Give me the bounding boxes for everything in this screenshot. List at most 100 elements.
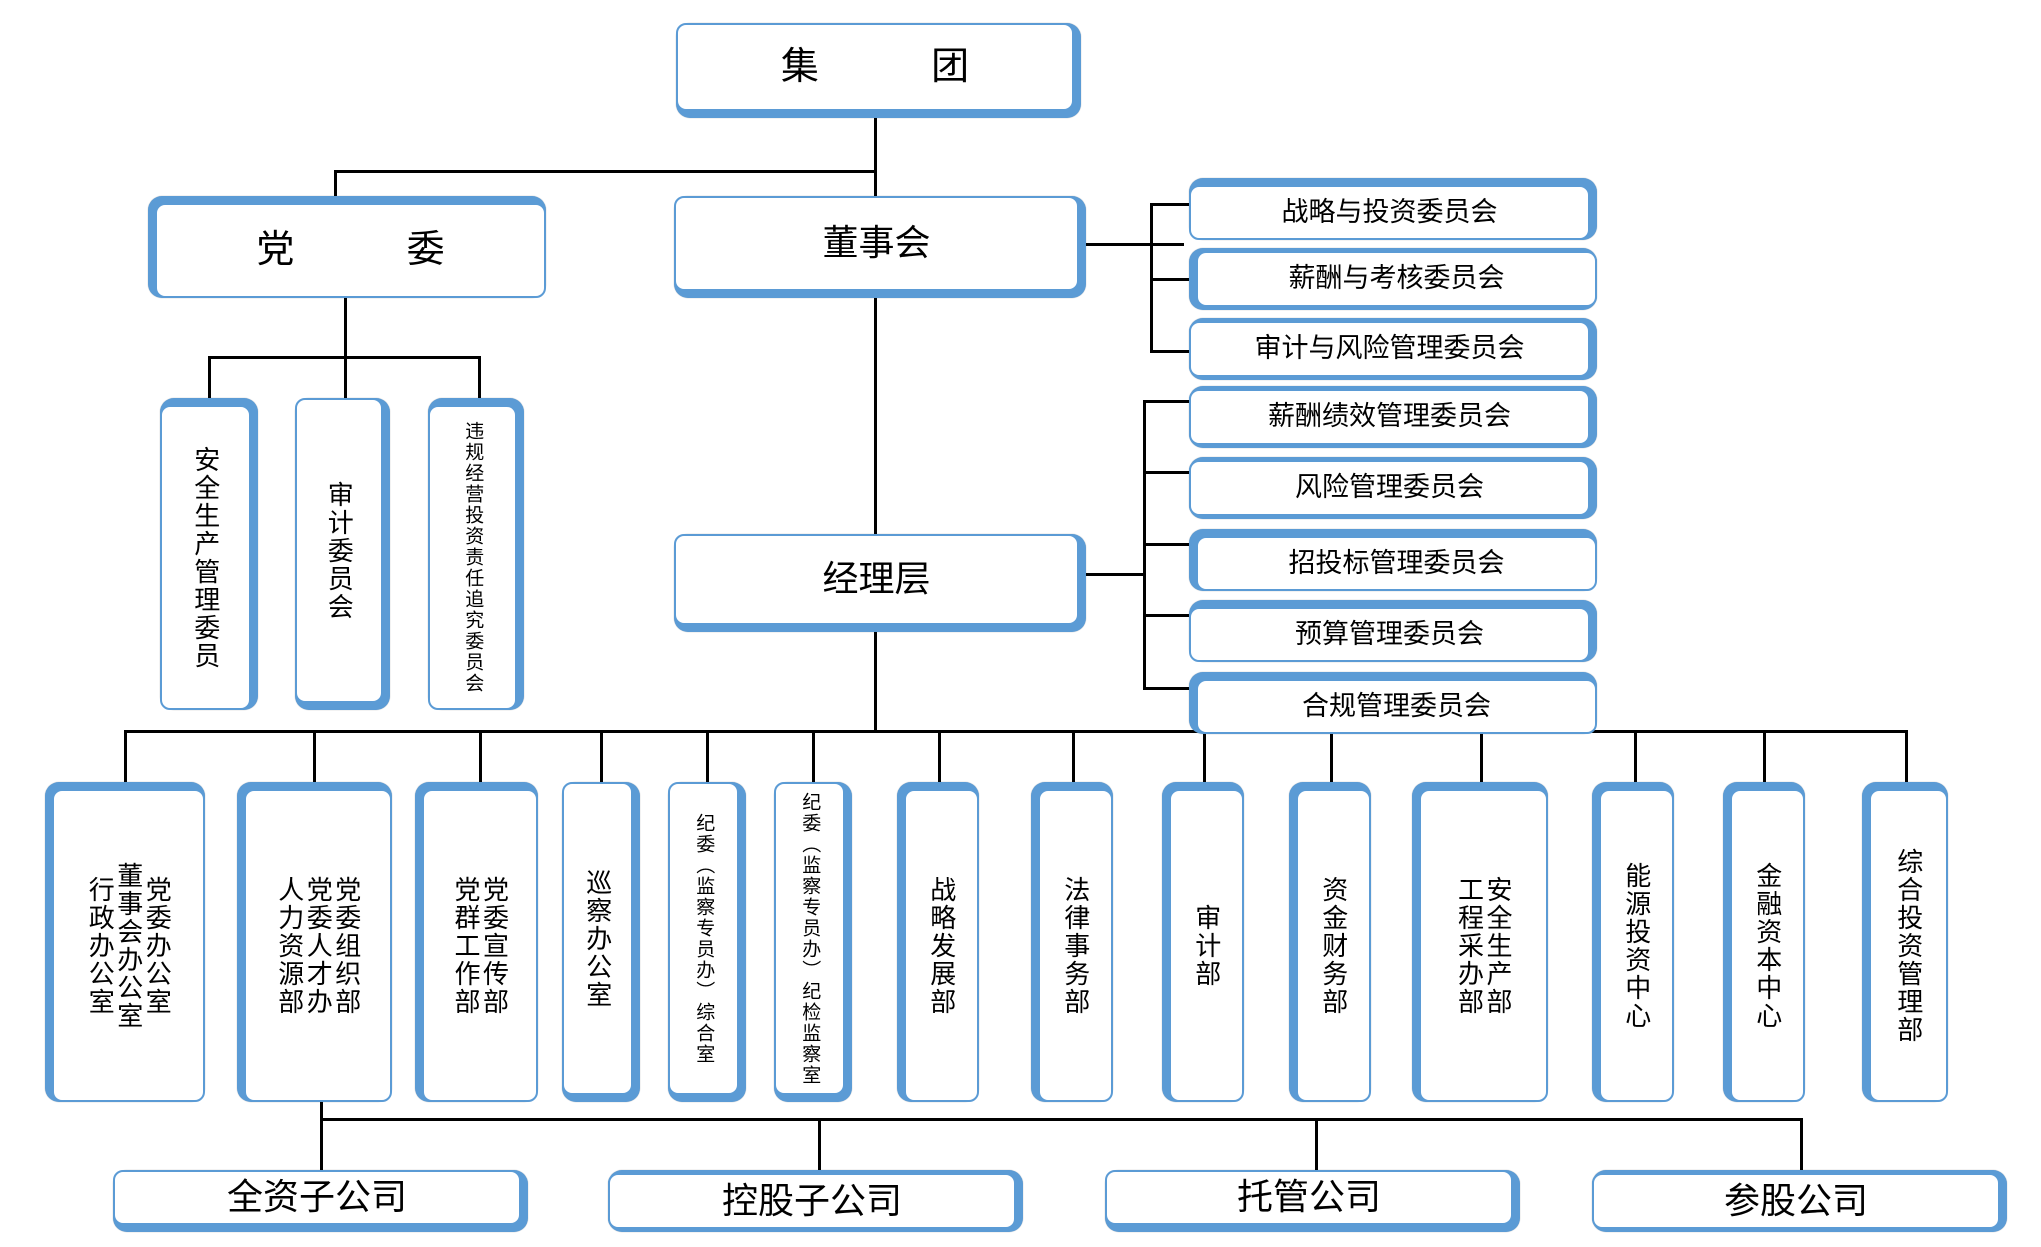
connector-dept-drop-13 — [1905, 730, 1908, 782]
node-mgmt-committee-2-label: 招投标管理委员会 — [1288, 547, 1505, 578]
node-party-sub-1[interactable]: 审计委员会 — [295, 398, 390, 710]
connector-board-c2 — [1150, 350, 1190, 353]
connector-mgmt-down — [874, 600, 877, 730]
connector-mgmt-c2 — [1143, 543, 1190, 546]
connector-party-sub-1 — [344, 356, 347, 398]
node-department-11[interactable]: 能源投资中心 — [1592, 782, 1674, 1102]
node-department-0[interactable]: 党委办公室 董事会办公室 行政办公室 — [45, 782, 205, 1102]
connector-sub-bus — [320, 1118, 1803, 1121]
node-party-committee[interactable]: 党 委 — [148, 196, 546, 298]
connector-level2-bus — [334, 170, 877, 173]
connector-dept-drop-9 — [1330, 730, 1333, 782]
node-mgmt-committee-3-label: 预算管理委员会 — [1295, 618, 1484, 649]
node-department-3[interactable]: 巡察办公室 — [562, 782, 640, 1102]
connector-sub-drop-0 — [320, 1118, 323, 1170]
connector-dept-drop-8 — [1203, 730, 1206, 782]
node-department-7[interactable]: 法律事务部 — [1031, 782, 1113, 1102]
node-department-2[interactable]: 党委宣传部 党群工作部 — [415, 782, 538, 1102]
node-mgmt-committee-2[interactable]: 招投标管理委员会 — [1189, 529, 1597, 591]
node-subsidiary-0[interactable]: 全资子公司 — [113, 1170, 528, 1232]
node-department-1[interactable]: 党委组织部 党委人才办 人力资源部 — [237, 782, 392, 1102]
node-subsidiary-1-label: 控股子公司 — [721, 1179, 902, 1221]
node-department-4-col-0: 纪委（监察专员办）综合室 — [693, 812, 715, 1065]
node-subsidiary-3[interactable]: 参股公司 — [1592, 1170, 2007, 1232]
node-department-13[interactable]: 综合投资管理部 — [1862, 782, 1948, 1102]
node-subsidiary-3-label: 参股公司 — [1723, 1179, 1868, 1221]
node-department-12[interactable]: 金融资本中心 — [1723, 782, 1805, 1102]
node-department-2-col-0: 党委宣传部 — [479, 875, 510, 1016]
connector-board-drop — [874, 170, 877, 198]
connector-board-c1 — [1150, 278, 1190, 281]
node-party-sub-2-label: 违规经营投资责任追究委员会 — [462, 421, 484, 694]
node-mgmt-committee-3[interactable]: 预算管理委员会 — [1189, 600, 1597, 662]
node-department-6[interactable]: 战略发展部 — [897, 782, 979, 1102]
connector-party-down — [344, 298, 347, 356]
node-department-10[interactable]: 安全生产部 工程采办部 — [1412, 782, 1548, 1102]
node-group[interactable]: 集 团 — [676, 23, 1081, 118]
connector-dept-drop-12 — [1763, 730, 1766, 782]
connector-group-stem — [874, 118, 877, 170]
node-mgmt-committee-0[interactable]: 薪酬绩效管理委员会 — [1189, 386, 1597, 448]
connector-dept-drop-3 — [600, 730, 603, 782]
node-department-9-col-0: 资金财务部 — [1318, 875, 1349, 1016]
connector-party-sub-0 — [208, 356, 211, 398]
connector-board-out — [1086, 243, 1184, 246]
node-party-committee-label: 党 委 — [256, 229, 459, 272]
node-subsidiary-0-label: 全资子公司 — [226, 1176, 407, 1218]
node-party-sub-0-label: 安全生产管理委员 — [190, 445, 221, 670]
node-department-10-col-1: 工程采办部 — [1454, 875, 1485, 1016]
connector-sub-drop-3 — [1800, 1118, 1803, 1170]
connector-party-drop — [334, 170, 337, 198]
node-department-9[interactable]: 资金财务部 — [1289, 782, 1371, 1102]
node-party-sub-1-label: 审计委员会 — [324, 480, 355, 621]
connector-board-c0 — [1150, 203, 1190, 206]
node-department-8-col-0: 审计部 — [1191, 903, 1222, 988]
node-department-1-col-0: 党委组织部 — [331, 875, 362, 1016]
node-group-label: 集 团 — [780, 45, 984, 88]
node-mgmt-committee-4-label: 合规管理委员会 — [1302, 690, 1491, 721]
node-board-committee-0[interactable]: 战略与投资委员会 — [1189, 178, 1597, 240]
node-subsidiary-1[interactable]: 控股子公司 — [608, 1170, 1023, 1232]
node-department-0-col-2: 行政办公室 — [85, 875, 116, 1016]
node-party-sub-0[interactable]: 安全生产管理委员 — [160, 398, 258, 710]
connector-mgmt-c3 — [1143, 614, 1190, 617]
node-mgmt-committee-4[interactable]: 合规管理委员会 — [1189, 672, 1597, 734]
node-department-11-col-0: 能源投资中心 — [1621, 861, 1652, 1030]
connector-mgmt-out — [1086, 573, 1146, 576]
node-board[interactable]: 董事会 — [674, 196, 1086, 298]
node-department-6-col-0: 战略发展部 — [926, 875, 957, 1016]
node-board-label: 董事会 — [822, 222, 931, 264]
connector-dept-drop-0 — [124, 730, 127, 782]
connector-sub-drop-1 — [818, 1118, 821, 1170]
node-board-committee-2[interactable]: 审计与风险管理委员会 — [1189, 318, 1597, 380]
node-board-committee-1-label: 薪酬与考核委员会 — [1288, 263, 1505, 294]
node-mgmt-committee-1[interactable]: 风险管理委员会 — [1189, 457, 1597, 519]
node-mgmt-committee-1-label: 风险管理委员会 — [1295, 472, 1484, 503]
node-department-5-col-0: 纪委（监察专员办）纪检监察室 — [799, 791, 821, 1086]
node-subsidiary-2-label: 托管公司 — [1236, 1176, 1381, 1218]
node-department-10-col-0: 安全生产部 — [1483, 875, 1514, 1016]
connector-board-to-mgmt — [874, 298, 877, 538]
connector-mgmt-c0 — [1143, 400, 1190, 403]
node-subsidiary-2[interactable]: 托管公司 — [1105, 1170, 1520, 1232]
connector-dept-drop-7 — [1072, 730, 1075, 782]
connector-party-sub-2 — [478, 356, 481, 398]
node-department-4[interactable]: 纪委（监察专员办）综合室 — [668, 782, 746, 1102]
connector-dept-drop-1 — [313, 730, 316, 782]
node-board-committee-1[interactable]: 薪酬与考核委员会 — [1189, 248, 1597, 310]
node-department-8[interactable]: 审计部 — [1162, 782, 1244, 1102]
node-party-sub-2[interactable]: 违规经营投资责任追究委员会 — [428, 398, 524, 710]
connector-dept-drop-11 — [1634, 730, 1637, 782]
node-mgmt-committee-0-label: 薪酬绩效管理委员会 — [1268, 401, 1511, 432]
connector-mgmt-c4 — [1143, 687, 1190, 690]
node-department-7-col-0: 法律事务部 — [1060, 875, 1091, 1016]
connector-dept-drop-4 — [706, 730, 709, 782]
node-department-3-col-0: 巡察办公室 — [582, 868, 613, 1009]
connector-dept-drop-6 — [938, 730, 941, 782]
connector-sub-stem — [320, 1098, 323, 1120]
node-department-5[interactable]: 纪委（监察专员办）纪检监察室 — [774, 782, 852, 1102]
node-department-0-col-0: 党委办公室 — [142, 875, 173, 1016]
node-management[interactable]: 经理层 — [674, 534, 1086, 632]
node-department-1-col-1: 党委人才办 — [303, 875, 334, 1016]
connector-dept-drop-5 — [812, 730, 815, 782]
